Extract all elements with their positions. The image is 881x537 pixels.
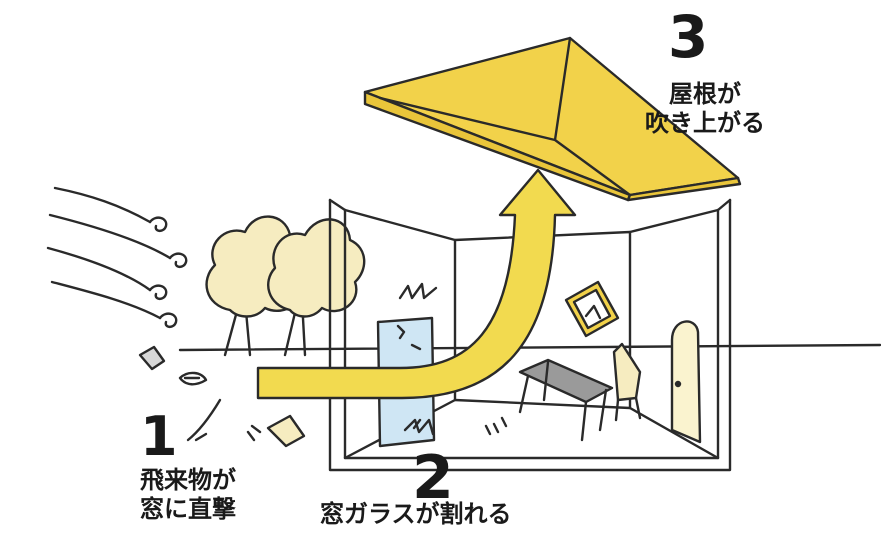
step-1-caption-line2: 窓に直撃 (140, 494, 236, 523)
table-icon (518, 358, 614, 442)
step-2-number: 2 (412, 443, 454, 513)
tree-icon (205, 215, 366, 357)
step-3-number: 3 (668, 3, 709, 71)
step-1-caption: 飛来物が 窓に直撃 (140, 466, 236, 524)
roof (363, 36, 742, 202)
wind-swirl-icon (46, 186, 188, 329)
chair-icon (612, 342, 642, 422)
step-3-caption: 屋根が 吹き上がる (645, 80, 765, 138)
wind-flow-arrow (256, 168, 577, 400)
step-1-caption-line1: 飛来物が (140, 466, 236, 494)
step-1-number: 1 (140, 405, 178, 468)
debris-icon (138, 345, 508, 448)
door-icon (670, 320, 702, 444)
step-3-caption-line2: 吹き上がる (645, 108, 765, 137)
step-2-caption: 窓ガラスが割れる (320, 500, 512, 528)
picture-frame-icon (564, 280, 620, 338)
step-3-caption-line1: 屋根が (669, 80, 741, 108)
ground-line (178, 343, 881, 352)
